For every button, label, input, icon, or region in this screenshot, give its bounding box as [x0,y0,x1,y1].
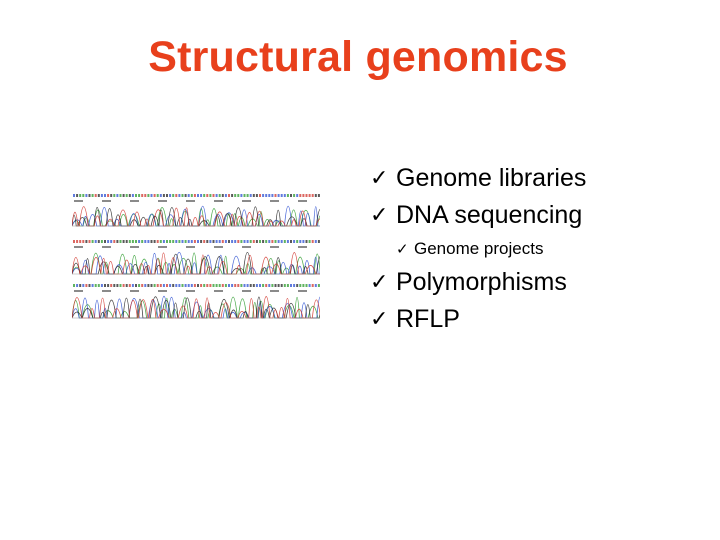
bullet-item: ✓ RFLP [370,301,710,338]
checkmark-icon: ✓ [370,307,389,332]
bullet-item: ✓ DNA sequencing [370,197,710,234]
bullet-text: Genome projects [414,239,544,258]
chromatogram-trace [72,206,320,227]
bullet-text: RFLP [396,305,460,333]
bullet-item: ✓ Genome libraries [370,160,710,197]
chromatogram-trace [72,251,320,275]
chromatogram-trace [72,252,320,275]
checkmark-icon: ✓ [370,203,389,228]
bullet-item: ✓ Polymorphisms [370,264,710,301]
bullet-text: DNA sequencing [396,201,583,229]
chromatogram-trace [72,206,320,227]
sequence-letters-strip [73,194,320,197]
bullet-list: ✓ Genome libraries ✓ DNA sequencing ✓ Ge… [370,160,710,338]
checkmark-icon: ✓ [370,166,389,191]
sub-bullet-item: ✓ Genome projects [370,234,710,264]
sequence-letters-strip [73,240,320,243]
slide-title: Structural genomics [148,33,568,81]
chromatogram-trace [72,207,320,227]
checkmark-icon: ✓ [396,240,409,258]
bullet-text: Polymorphisms [396,268,567,296]
sequence-letters-strip [73,284,320,287]
bullet-text: Genome libraries [396,164,587,192]
checkmark-icon: ✓ [370,270,389,295]
chromatogram-trace [72,296,320,319]
dna-chromatogram-image [72,188,320,322]
